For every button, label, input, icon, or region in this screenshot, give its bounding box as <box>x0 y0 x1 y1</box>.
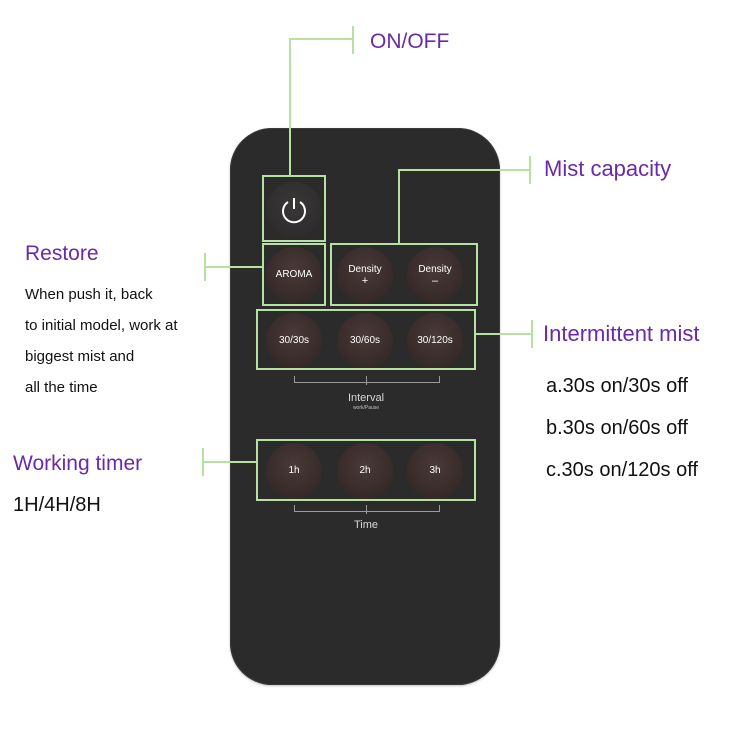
time-2h-label: 2h <box>359 465 371 476</box>
density-callout-box <box>330 243 478 306</box>
plus-sign: + <box>361 274 369 287</box>
restore-leader-cap <box>204 253 206 281</box>
time-2h-button[interactable]: 2h <box>337 443 393 499</box>
interval-30-60-button[interactable]: 30/60s <box>337 313 393 369</box>
time-1h-label: 1h <box>288 465 300 476</box>
on-off-leader-cap <box>352 26 354 54</box>
mist-leader-cap <box>529 156 531 184</box>
density-minus-label: Density <box>418 263 452 275</box>
time-bracket <box>294 505 440 512</box>
density-minus-button[interactable]: Density – <box>407 247 463 303</box>
aroma-callout-box <box>262 243 326 306</box>
power-icon <box>282 198 306 224</box>
interval-label: Interval <box>347 392 385 404</box>
mist-capacity-title: Mist capacity <box>544 156 672 181</box>
interval-30-30-button[interactable]: 30/30s <box>266 313 322 369</box>
interval-30-60-label: 30/60s <box>349 335 381 346</box>
intermittent-leader-horizontal <box>474 333 532 335</box>
on-off-leader-vertical <box>289 38 291 177</box>
interval-30-120-label: 30/120s <box>417 335 453 346</box>
interval-bracket <box>294 376 440 383</box>
mist-leader-vertical <box>398 169 400 245</box>
intermittent-leader-cap <box>531 320 533 348</box>
density-plus-label: Density <box>348 263 382 275</box>
mist-leader-horizontal <box>398 169 530 171</box>
time-1h-button[interactable]: 1h <box>266 443 322 499</box>
interval-callout-box <box>256 309 476 370</box>
intermittent-opt-a: a.30s on/30s off <box>546 375 688 397</box>
power-callout-box <box>262 175 326 242</box>
timer-leader-cap <box>202 448 204 476</box>
restore-title: Restore <box>25 242 99 265</box>
power-button[interactable] <box>266 182 322 238</box>
interval-30-30-label: 30/30s <box>278 335 310 346</box>
intermittent-opt-c: c.30s on/120s off <box>546 459 698 481</box>
time-callout-box <box>256 439 476 501</box>
time-bracket-tick <box>366 505 367 514</box>
restore-leader-horizontal <box>205 266 263 268</box>
restore-desc-line-1: When push it, back <box>25 286 153 303</box>
time-label: Time <box>353 519 379 531</box>
time-3h-button[interactable]: 3h <box>407 443 463 499</box>
working-timer-title: Working timer <box>13 452 143 475</box>
intermittent-title: Intermittent mist <box>543 321 700 346</box>
on-off-leader-horizontal <box>289 38 353 40</box>
time-3h-label: 3h <box>429 465 441 476</box>
intermittent-opt-b: b.30s on/60s off <box>546 417 688 439</box>
interval-30-120-button[interactable]: 30/120s <box>407 313 463 369</box>
timer-leader-horizontal <box>203 461 258 463</box>
density-plus-button[interactable]: Density + <box>337 247 393 303</box>
restore-desc-line-3: biggest mist and <box>25 348 135 365</box>
restore-desc-line-2: to initial model, work at <box>25 317 178 334</box>
aroma-button[interactable]: AROMA <box>266 247 322 303</box>
minus-sign: – <box>431 274 439 287</box>
working-timer-options: 1H/4H/8H <box>13 494 101 516</box>
interval-bracket-tick <box>366 376 367 385</box>
interval-sub-label: work/Pause <box>352 405 380 411</box>
restore-desc-line-4: all the time <box>25 379 98 396</box>
aroma-label: AROMA <box>275 269 313 280</box>
on-off-title: ON/OFF <box>370 30 450 53</box>
